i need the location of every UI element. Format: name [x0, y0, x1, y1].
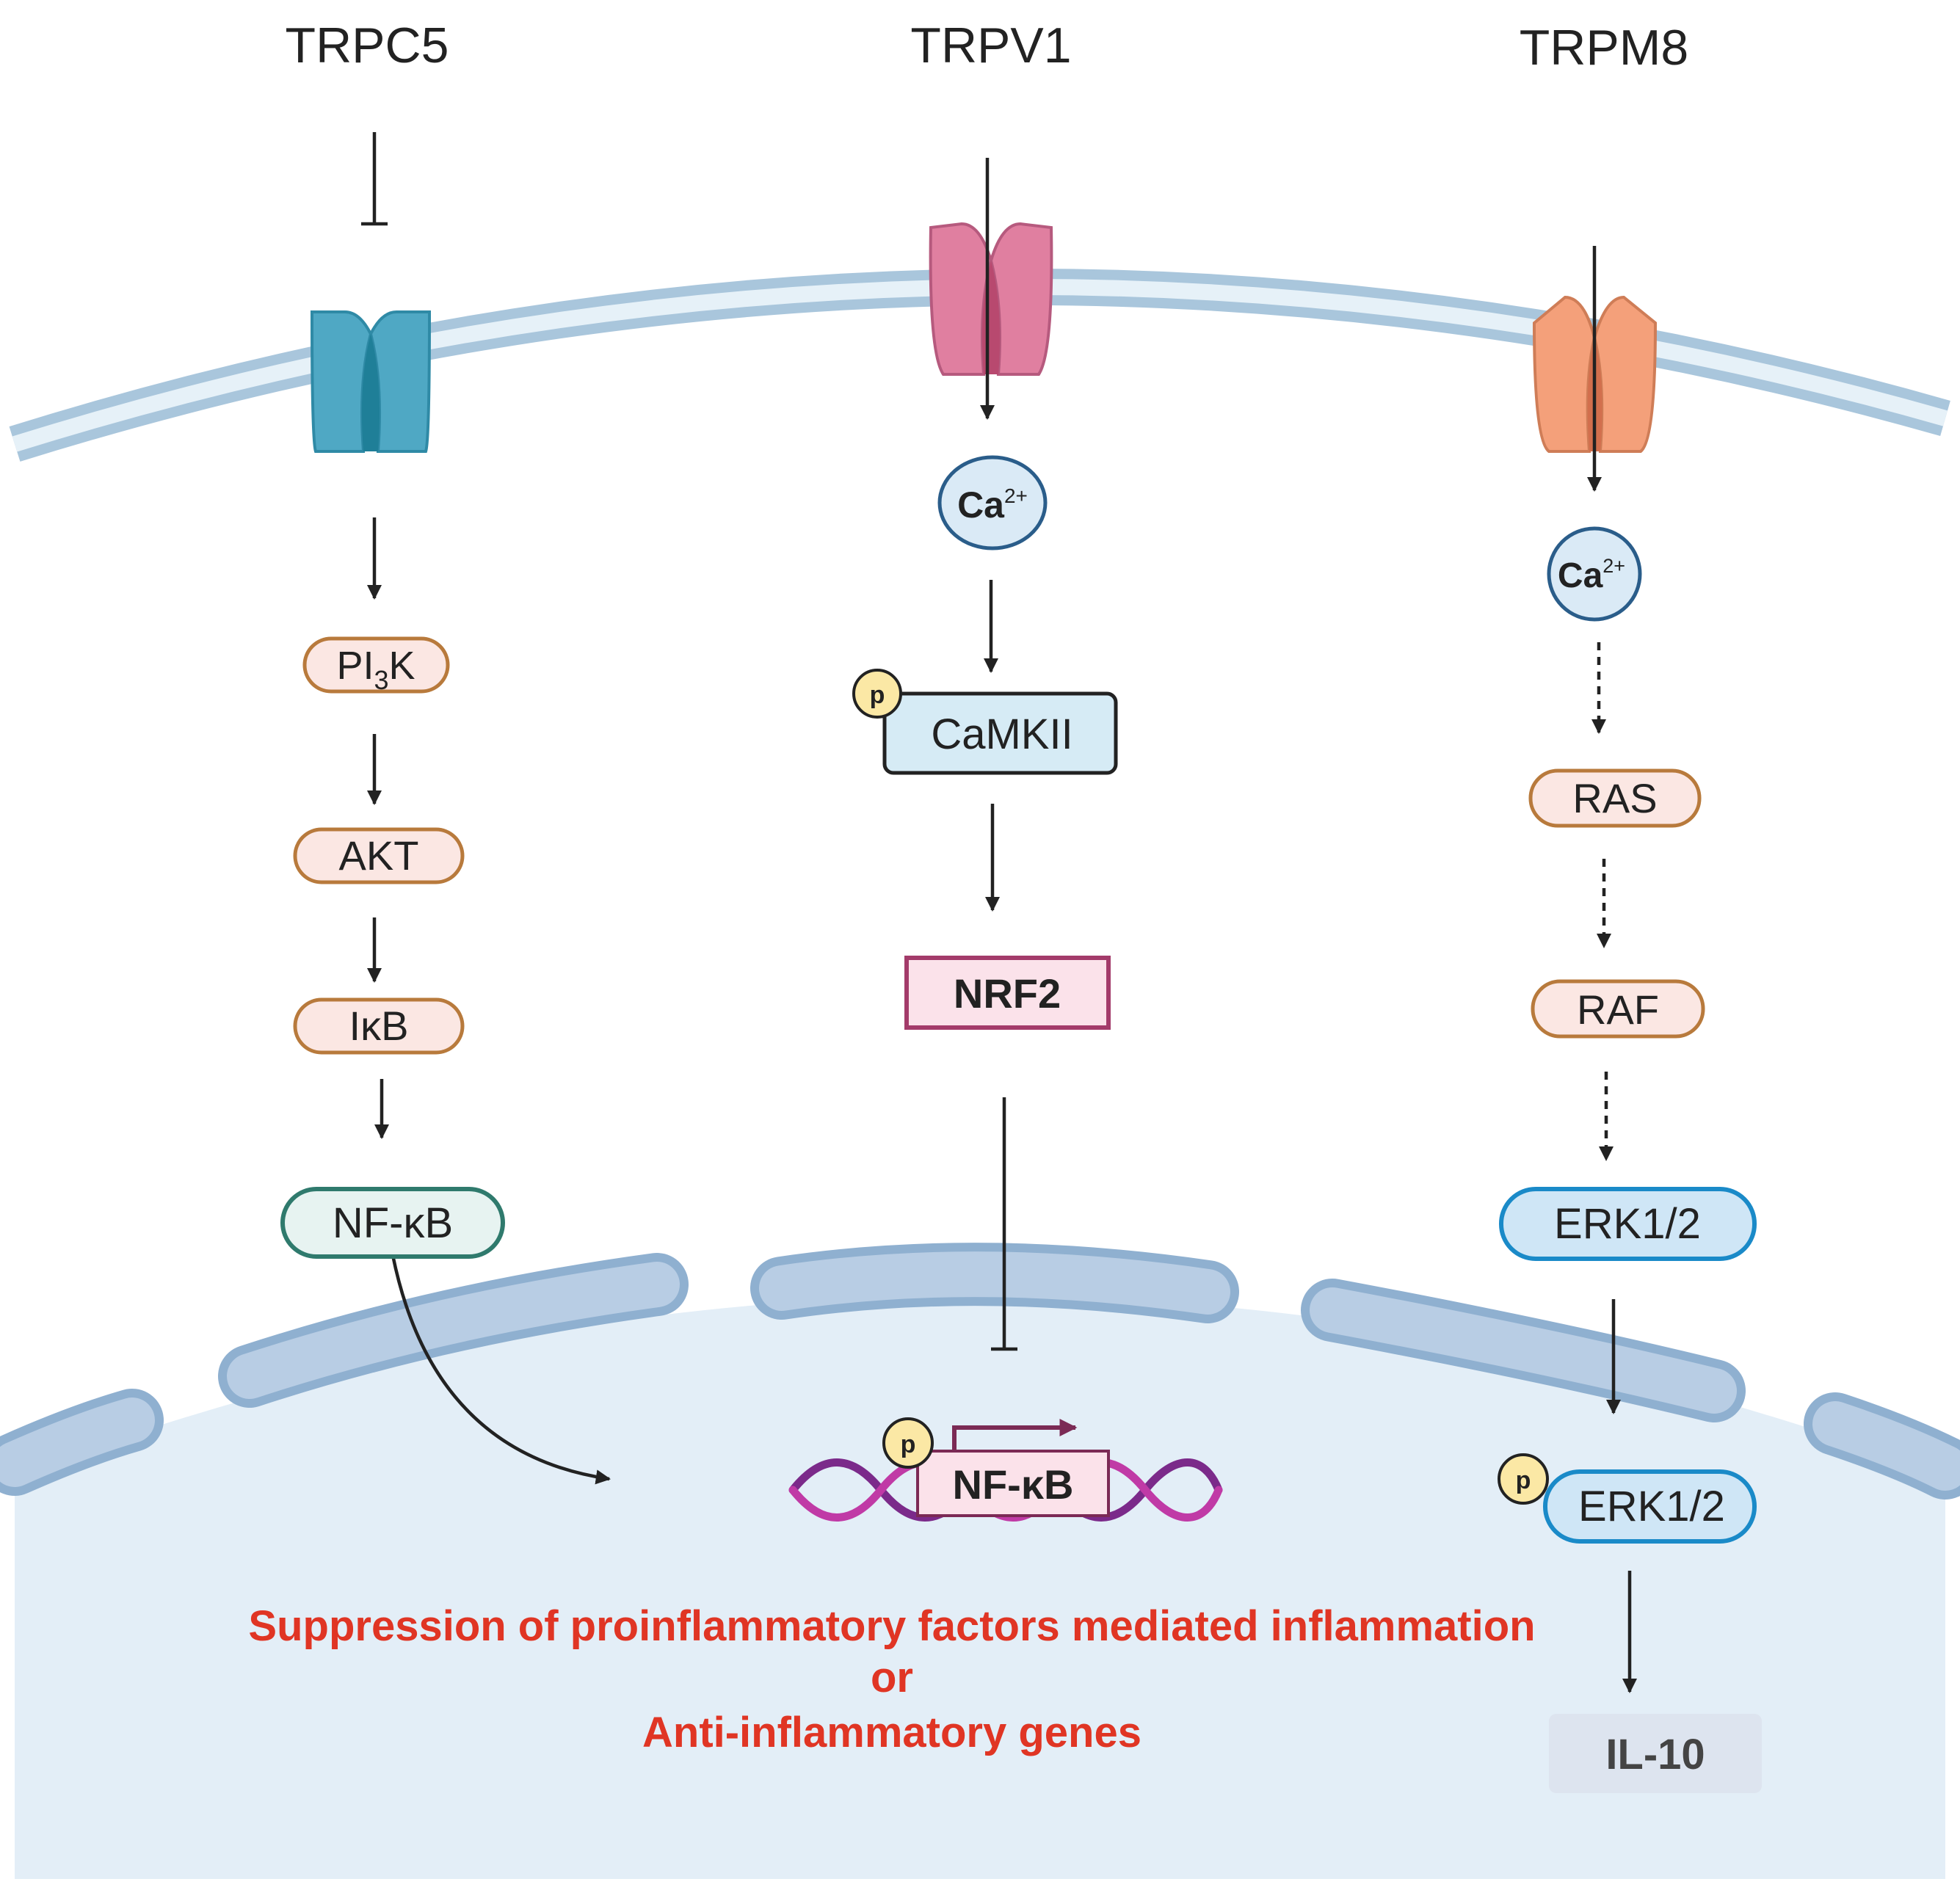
- trpm8-title: TRPM8: [1520, 20, 1688, 76]
- svg-text:NF-κB: NF-κB: [333, 1199, 453, 1247]
- transcription-arrow: [952, 1419, 1078, 1451]
- raf-node: RAF: [1531, 979, 1705, 1039]
- ca-ion-trpv1: Ca2+: [937, 455, 1048, 550]
- akt-node: AKT: [293, 827, 465, 884]
- nucleus: [15, 1295, 1945, 1879]
- svg-text:IκB: IκB: [349, 1003, 409, 1049]
- ikb-node: IκB: [293, 997, 465, 1055]
- ca-ion-trpm8: Ca2+: [1547, 526, 1642, 622]
- svg-text:Ca2+: Ca2+: [957, 484, 1028, 526]
- nuclear-envelope: [0, 1243, 1960, 1500]
- nfkb-nucleus-node: NF-κB: [916, 1450, 1110, 1517]
- outcome-line-1: Suppression of proinflammatory factors m…: [248, 1602, 1535, 1650]
- erk-node: ERK1/2: [1499, 1187, 1757, 1261]
- outcome-line-3: Anti-inflammatory genes: [642, 1709, 1141, 1756]
- trpv1-title: TRPV1: [910, 18, 1071, 73]
- trpm8-channel: [1532, 295, 1658, 453]
- svg-text:p: p: [901, 1431, 916, 1458]
- svg-text:Ca2+: Ca2+: [1558, 555, 1625, 595]
- svg-text:PI3K: PI3K: [336, 644, 415, 695]
- svg-text:RAS: RAS: [1572, 775, 1657, 821]
- phospho-badge-camkii: p: [852, 669, 902, 719]
- svg-text:NRF2: NRF2: [954, 970, 1061, 1017]
- nfkb-cytoplasm-node: NF-κB: [280, 1187, 505, 1259]
- trpc5-channel: [310, 310, 432, 453]
- outcome-text: Suppression of proinflammatory factors m…: [248, 1602, 1535, 1756]
- phospho-badge-nfkb: p: [882, 1417, 934, 1469]
- svg-text:ERK1/2: ERK1/2: [1578, 1483, 1725, 1530]
- svg-text:p: p: [870, 681, 885, 709]
- nrf2-node: NRF2: [904, 956, 1111, 1030]
- svg-text:IL-10: IL-10: [1605, 1731, 1705, 1778]
- trpc5-title: TRPC5: [286, 18, 449, 73]
- svg-text:NF-κB: NF-κB: [953, 1461, 1074, 1508]
- outcome-line-2: or: [871, 1654, 913, 1701]
- svg-text:AKT: AKT: [339, 832, 419, 879]
- ras-node: RAS: [1528, 768, 1702, 828]
- il10-node: IL-10: [1549, 1714, 1762, 1793]
- svg-text:RAF: RAF: [1577, 986, 1659, 1033]
- svg-text:p: p: [1516, 1466, 1531, 1494]
- arrow-nfkb-nucleus: [391, 1254, 611, 1485]
- trpv1-channel: [929, 222, 1053, 376]
- phospho-badge-erk: p: [1498, 1453, 1549, 1505]
- camkii-node: CaMKII: [882, 691, 1118, 775]
- pi3k-node: PI3K: [302, 636, 450, 695]
- phospho-erk-node: ERK1/2: [1543, 1469, 1757, 1544]
- svg-text:CaMKII: CaMKII: [931, 710, 1072, 758]
- svg-text:ERK1/2: ERK1/2: [1554, 1200, 1701, 1248]
